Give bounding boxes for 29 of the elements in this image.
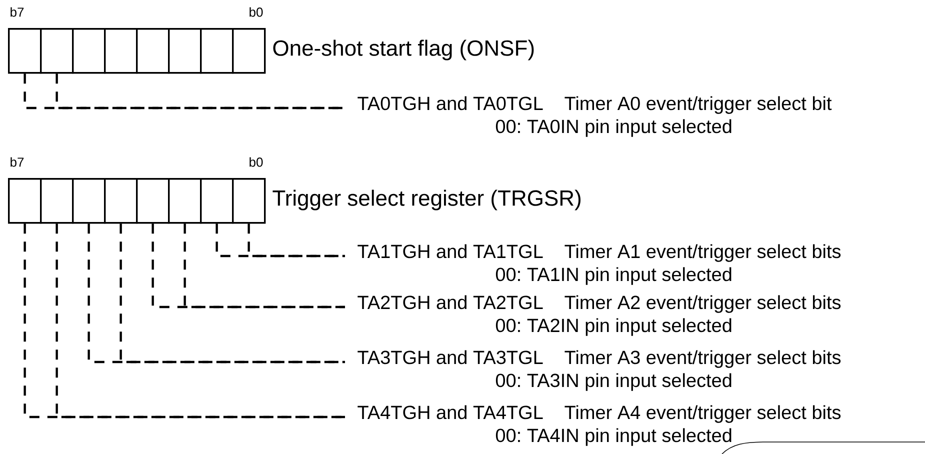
bit-cell bbox=[72, 178, 106, 224]
bit-cell bbox=[40, 178, 74, 224]
register-title: One-shot start flag (ONSF) bbox=[273, 40, 534, 60]
bit-label: b7 bbox=[10, 157, 24, 167]
bit-label: b0 bbox=[250, 7, 263, 17]
bit-cell bbox=[200, 28, 234, 74]
bit-cell bbox=[168, 28, 202, 74]
bit-cell bbox=[136, 178, 170, 224]
leader-line bbox=[184, 224, 345, 308]
bit-description: TA3TGH and TA3TGL Timer A3 event/trigger select bits 00: TA3IN pin input selected bbox=[358, 350, 841, 391]
bit-label: b0 bbox=[250, 157, 263, 167]
bit-cell bbox=[136, 28, 170, 74]
bit-cell bbox=[40, 28, 74, 74]
leader-line bbox=[248, 224, 345, 258]
bit-cell bbox=[232, 178, 266, 224]
bit-label: b7 bbox=[10, 7, 24, 17]
bit-description: TA1TGH and TA1TGL Timer A1 event/trigger select bits 00: TA1IN pin input selected bbox=[358, 244, 841, 285]
bit-description: TA4TGH and TA4TGL Timer A4 event/trigger select bits 00: TA4IN pin input selected bbox=[358, 405, 841, 446]
bit-cell bbox=[8, 28, 42, 74]
bit-cell bbox=[232, 28, 266, 74]
bit-cell bbox=[72, 28, 106, 74]
bit-cell bbox=[104, 178, 138, 224]
bit-cell bbox=[168, 178, 202, 224]
bit-description: TA2TGH and TA2TGL Timer A2 event/trigger select bits 00: TA2IN pin input selected bbox=[358, 295, 841, 336]
bit-cell bbox=[200, 178, 234, 224]
bit-cell bbox=[104, 28, 138, 74]
bit-description: TA0TGH and TA0TGL Timer A0 event/trigger select bit 00: TA0IN pin input selected bbox=[358, 96, 832, 137]
register-title: Trigger select register (TRGSR) bbox=[272, 190, 580, 210]
bit-cell bbox=[8, 178, 42, 224]
